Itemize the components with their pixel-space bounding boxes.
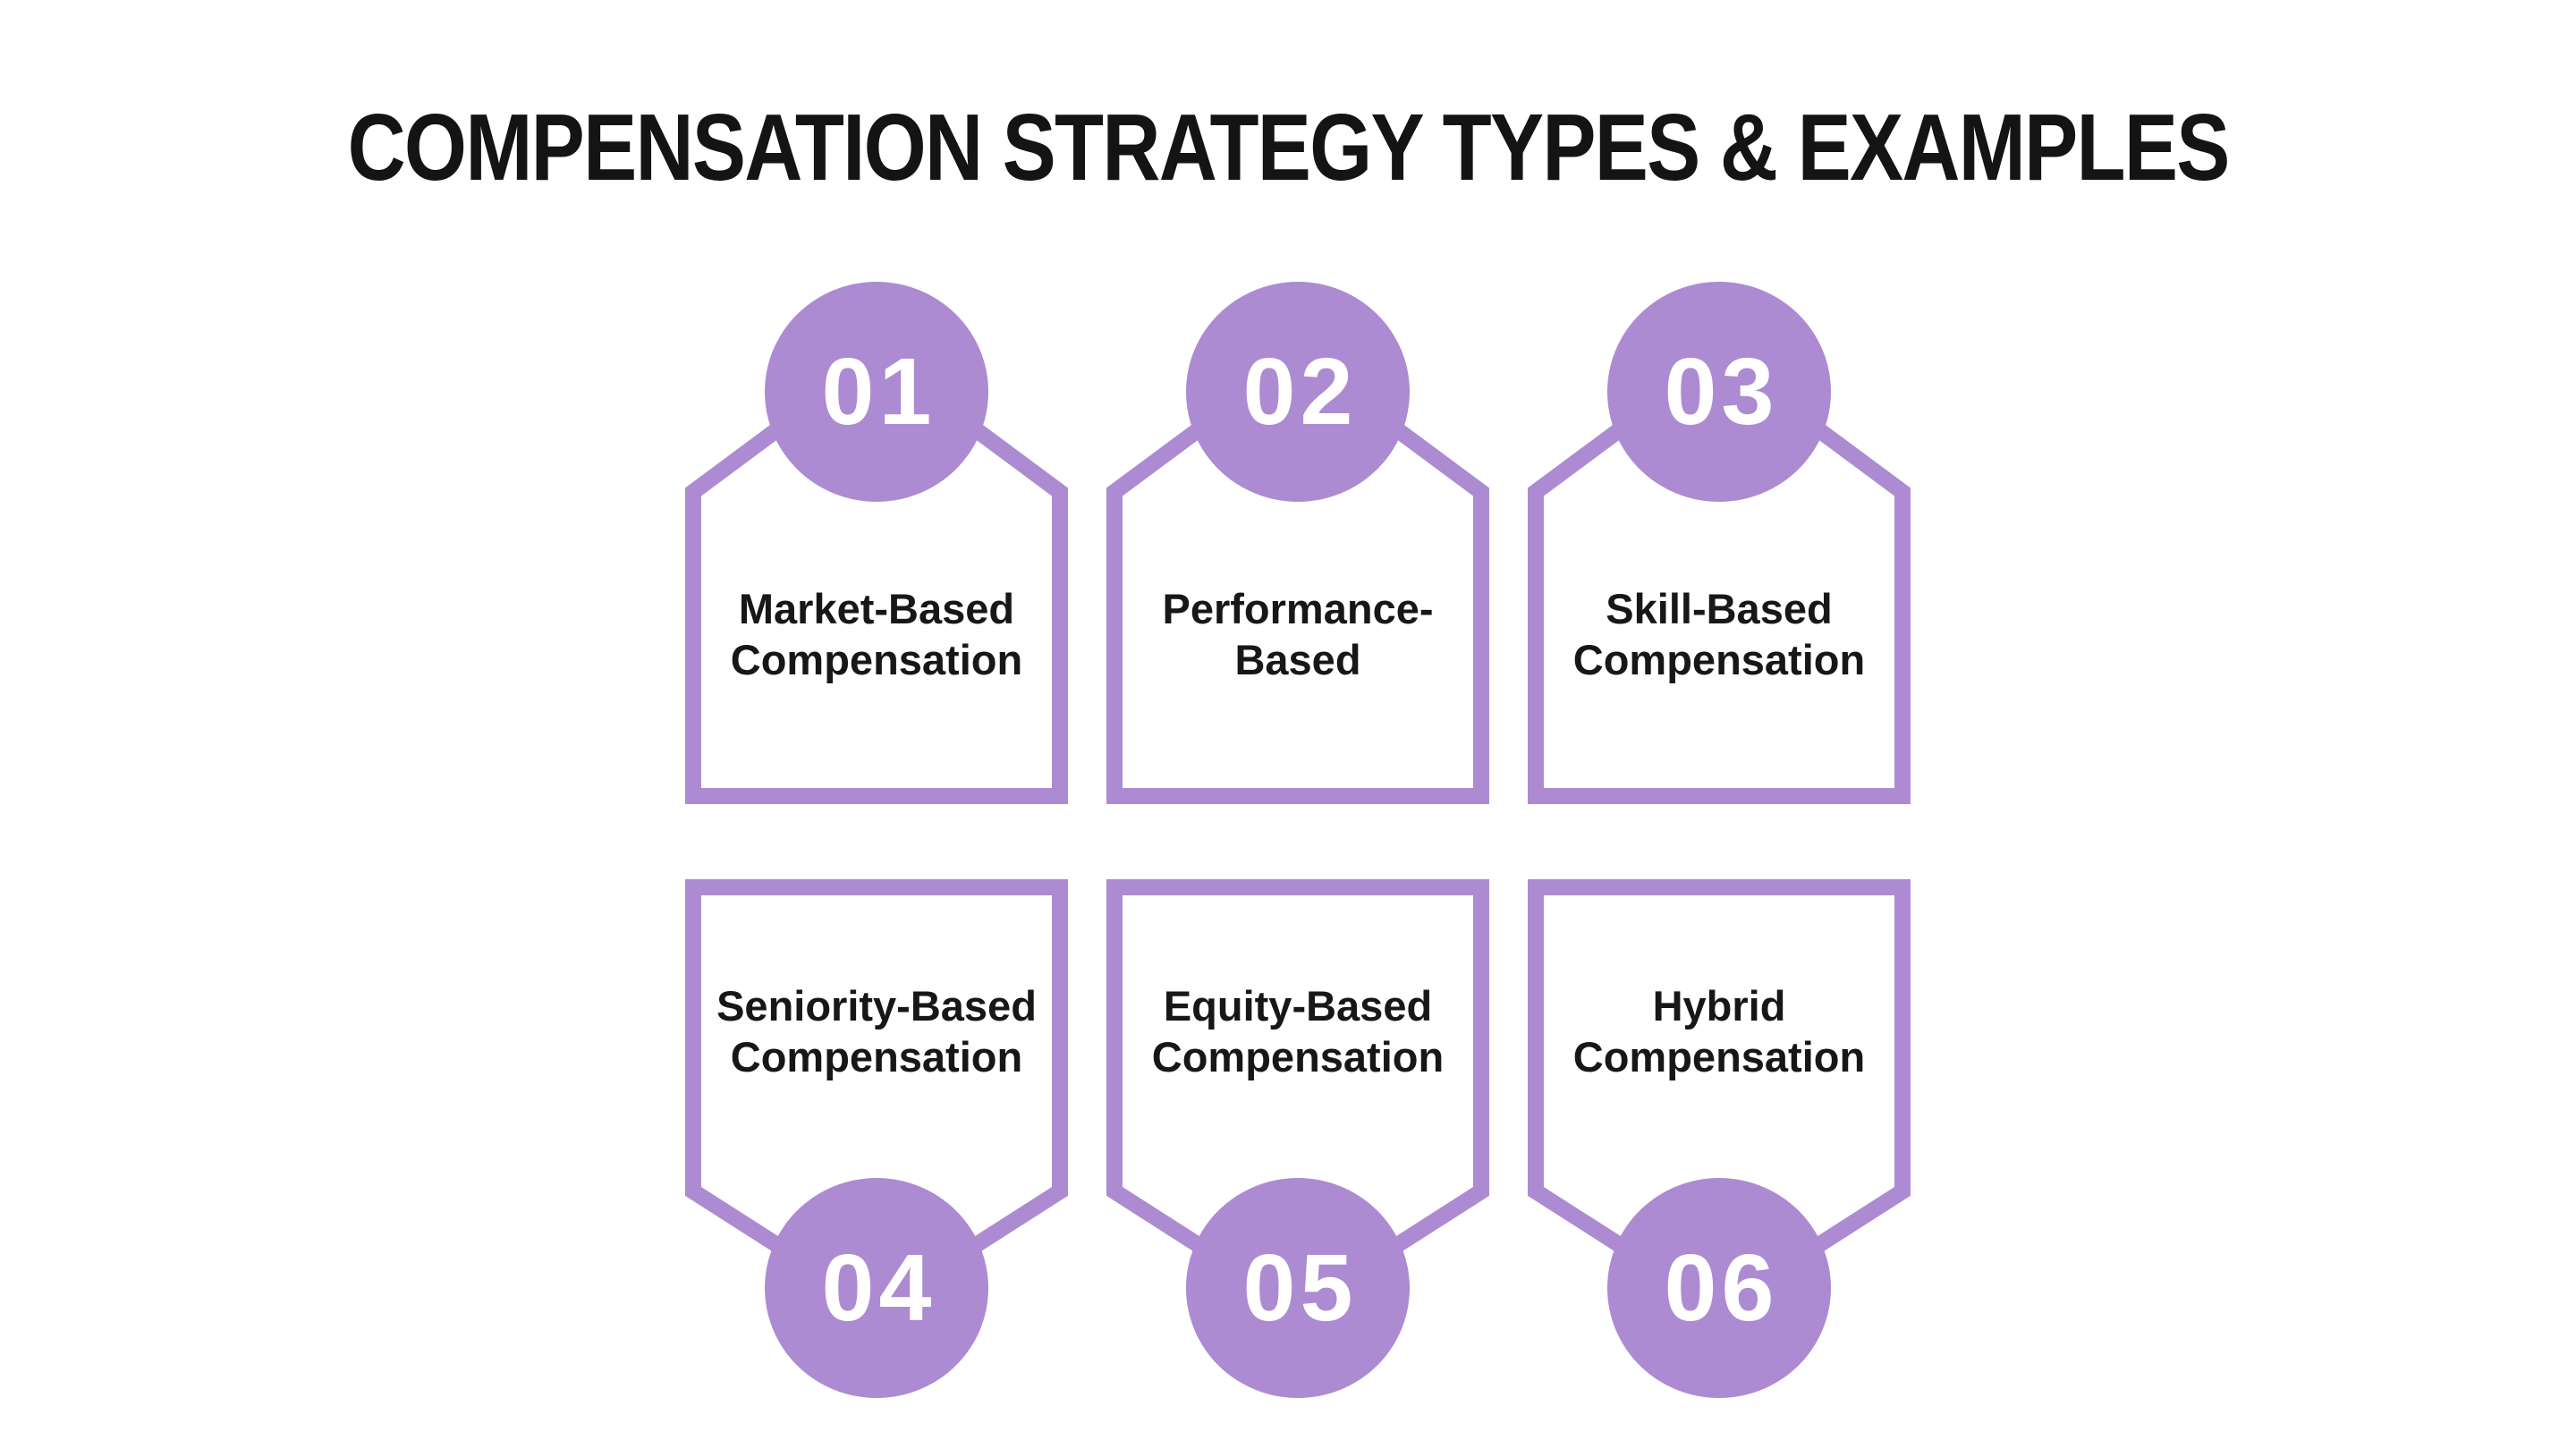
page-title: COMPENSATION STRATEGY TYPES & EXAMPLES — [0, 100, 2576, 195]
card-01-market-based: 01 Market-Based Compensation — [685, 0, 1068, 1449]
card-02-performance-based: 02 Performance- Based — [1106, 0, 1489, 1449]
card-02-label-line-2: Based — [1234, 636, 1361, 683]
card-02-label: Performance- Based — [1106, 583, 1489, 685]
card-05-step-number: 05 — [1242, 1235, 1358, 1341]
card-04-step-number: 04 — [821, 1235, 936, 1341]
card-03-label-line-1: Skill-Based — [1606, 585, 1833, 632]
card-03-skill-based: 03 Skill-Based Compensation — [1528, 0, 1911, 1449]
card-04-label: Seniority-Based Compensation — [685, 980, 1068, 1082]
card-02-number-badge: 02 — [1186, 282, 1410, 502]
card-01-number-badge: 01 — [765, 282, 988, 502]
card-01-label: Market-Based Compensation — [685, 583, 1068, 685]
card-06-number-badge: 06 — [1607, 1178, 1831, 1398]
card-04-seniority-based: 04 Seniority-Based Compensation — [685, 0, 1068, 1449]
card-05-number-badge: 05 — [1186, 1178, 1410, 1398]
card-01-label-line-1: Market-Based — [738, 585, 1015, 632]
card-01-step-number: 01 — [821, 339, 936, 445]
card-06-label-line-2: Compensation — [1572, 1033, 1866, 1080]
card-06-label-line-1: Hybrid — [1652, 982, 1786, 1030]
card-03-label-line-2: Compensation — [1572, 636, 1866, 683]
card-05-label: Equity-Based Compensation — [1106, 980, 1489, 1082]
card-01-label-line-2: Compensation — [730, 636, 1023, 683]
card-04-label-line-1: Seniority-Based — [716, 982, 1037, 1030]
card-05-equity-based: 05 Equity-Based Compensation — [1106, 0, 1489, 1449]
card-04-number-badge: 04 — [765, 1178, 988, 1398]
card-04-label-line-2: Compensation — [730, 1033, 1023, 1080]
card-06-label: Hybrid Compensation — [1528, 980, 1911, 1082]
card-02-label-line-1: Performance- — [1162, 585, 1434, 632]
card-05-label-line-2: Compensation — [1151, 1033, 1445, 1080]
card-02-step-number: 02 — [1242, 339, 1358, 445]
card-03-label: Skill-Based Compensation — [1528, 583, 1911, 685]
card-03-step-number: 03 — [1664, 339, 1779, 445]
card-05-label-line-1: Equity-Based — [1163, 982, 1433, 1030]
card-06-step-number: 06 — [1664, 1235, 1779, 1341]
page-title-text: COMPENSATION STRATEGY TYPES & EXAMPLES — [347, 95, 2230, 200]
card-06-hybrid: 06 Hybrid Compensation — [1528, 0, 1911, 1449]
card-03-number-badge: 03 — [1607, 282, 1831, 502]
